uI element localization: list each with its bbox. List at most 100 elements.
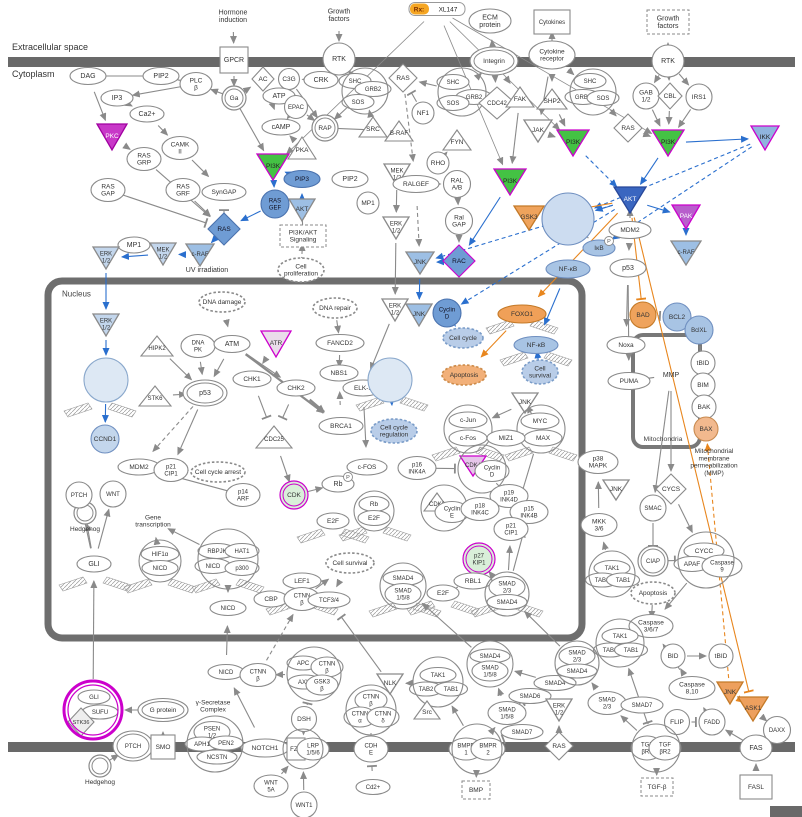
node-irs1[interactable]: IRS1 [685,83,713,111]
node-ga[interactable]: Ga [221,85,247,111]
node-s4a[interactable]: SMAD4 [533,674,577,692]
node-takC1[interactable] [588,550,636,598]
node-gli2[interactable]: GLI [77,689,111,705]
node-rb2[interactable]: Rb [358,495,390,513]
node-takC3[interactable] [412,656,464,708]
node-crafR[interactable]: c-RAF [669,240,703,267]
node-tbid2[interactable]: tBID [708,643,734,669]
node-atm[interactable]: ATM [213,334,251,354]
node-ptchN[interactable]: PTCH [65,481,93,509]
node-gsk3[interactable]: GSK3 [512,205,546,232]
node-dsh[interactable]: DSH [290,705,318,733]
node-atr[interactable]: ATR [259,330,293,359]
node-ca2[interactable]: Ca2+ [129,105,165,123]
node-pi3kD[interactable]: PI3K [650,129,686,158]
node-nlk[interactable]: NLK [375,673,405,696]
node-pip3[interactable]: PIP3 [283,169,321,189]
node-cfos2[interactable]: c-FOS [346,458,388,476]
node-gprot[interactable]: G protein [137,697,189,723]
node-tab1b[interactable]: TAB1 [613,642,649,658]
node-ringFz[interactable] [282,728,324,770]
node-ccgear[interactable]: Cell cycle [442,327,484,349]
node-camp[interactable]: cAMP [261,118,301,136]
node-ringAp[interactable] [677,531,735,589]
node-rasR1[interactable]: RAS [388,63,418,93]
node-s6[interactable]: SMAD6 [508,687,552,705]
node-rtkL[interactable]: RTK [322,42,356,76]
node-srcB[interactable]: Src [412,700,442,720]
node-ringJ1[interactable] [83,357,129,403]
node-tab1c[interactable]: TAB1 [433,681,469,697]
node-pi3kB[interactable]: PI3K [492,168,528,197]
node-rho[interactable]: RHO [426,151,450,175]
node-ringR[interactable] [569,68,617,116]
node-cdc25[interactable]: CDC25 [254,425,294,449]
node-apoW[interactable]: Apoptosis [630,581,676,605]
node-ptchB[interactable]: PTCH [112,730,154,762]
node-p300[interactable]: p300 [224,559,260,577]
node-s7b[interactable]: SMAD7 [620,696,664,714]
node-jnkW2[interactable]: JNK [510,392,540,415]
node-hipk2[interactable]: HIPK2 [139,335,175,357]
node-miz1[interactable]: MIZ1 [486,429,526,447]
node-flip[interactable]: FLIP [663,708,691,736]
node-max[interactable]: MAX [523,429,563,447]
node-ringL[interactable] [341,67,389,115]
node-wnt1[interactable]: WNT1 [290,791,318,817]
node-cd2[interactable]: Cd2+ [355,778,391,796]
node-fasl[interactable]: FASL [739,774,773,800]
node-lef1[interactable]: LEF1 [282,572,322,590]
node-ccarr[interactable]: Cell cycle arrest [190,461,246,483]
node-ip3[interactable]: IP3 [100,89,134,107]
node-mdm2R[interactable]: MDM2 [608,220,652,240]
node-ringM[interactable] [437,67,487,117]
node-bax[interactable]: BAX [693,416,719,442]
node-pip2b[interactable]: PIP2 [331,169,369,189]
node-pi3kA[interactable]: PI3K [255,153,291,182]
node-ringJ3[interactable] [443,404,493,454]
node-e2f2[interactable]: E2F [426,584,460,602]
node-aktM[interactable]: AKT [287,198,317,223]
node-fas[interactable]: FAS [739,734,773,762]
node-bmp[interactable]: BMP [461,780,491,800]
node-dnadam[interactable]: DNA damage [198,291,246,313]
node-chk1[interactable]: CHK1 [232,370,272,388]
node-tab1a[interactable]: TAB1 [605,572,641,588]
node-shp2[interactable]: SHP2 [535,88,569,110]
node-rap[interactable]: RAP [311,114,339,142]
node-jnkW[interactable]: JNK [601,479,631,502]
node-ringRB[interactable] [197,528,259,590]
node-ralgef[interactable]: RALGEF [392,174,440,194]
node-tak1b[interactable]: TAK1 [601,627,639,645]
node-nf1[interactable]: NF1 [411,101,435,125]
node-mp1b[interactable]: MP1 [356,191,380,215]
node-s7a[interactable]: SMAD7 [500,723,544,741]
node-pi3kC[interactable]: PI3K [555,129,591,158]
node-hat1[interactable]: HAT1 [224,542,260,560]
node-fyn[interactable]: FYN [441,129,473,151]
node-sosM[interactable]: SOS [436,94,470,112]
node-cjun3[interactable]: c-Jun [448,411,488,429]
node-ringS4[interactable] [554,640,600,686]
node-s4n[interactable]: SMAD4 [486,593,528,611]
node-ringGl[interactable] [62,679,124,741]
